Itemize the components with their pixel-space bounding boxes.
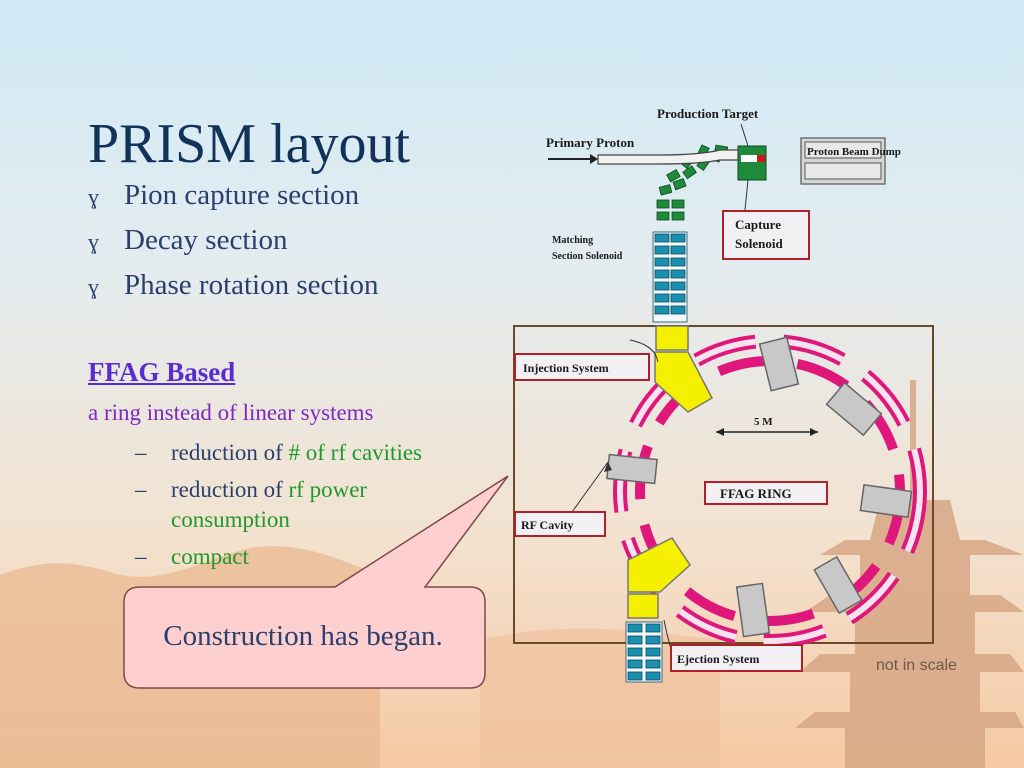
proton-arrow-head [590,154,598,164]
callout-bubble [123,475,509,689]
target-marker [757,155,765,162]
callout-text: Construction has began. [163,620,443,652]
rf-cavities [606,336,913,638]
leader-line [629,339,659,363]
injection-kicker [654,351,713,413]
matching-label: Matching [552,235,593,246]
rf-cavity-block [859,483,913,519]
scale-label: 5 M [754,416,773,428]
beam-dump-inner [804,141,882,159]
capture-label-box [722,210,810,260]
rf-cavity-label: RF Cavity [521,518,574,532]
list-item: –compact [135,542,422,572]
ejection-kicker [627,593,659,619]
slide-title: PRISM layout [88,113,411,175]
ffag-heading-link[interactable]: FFAG Based [88,357,236,387]
injection-kicker [655,325,689,351]
rf-cavity-block [606,453,658,485]
target-block [737,145,767,181]
capture-label: Capture [735,217,781,232]
dash-icon: – [135,477,147,502]
injection-system-label: Injection System [523,361,609,375]
leader-line [744,179,749,211]
production-target-label: Production Target [657,106,759,121]
ejection-label-box [670,644,803,672]
not-in-scale-note: not in scale [876,657,957,674]
ffag-ring-inner [617,338,923,644]
dash-icon: – [135,544,147,569]
matching-label: Section Solenoid [552,251,623,262]
list-item: –reduction of # of rf cavities [135,438,422,468]
ring-note: a ring instead of linear systems [88,400,374,425]
beam-dump-label: Proton Beam Dump [807,146,901,158]
dash-icon: – [135,440,147,465]
bullet-icon: ɣ [88,229,99,254]
ring-frame [513,325,934,644]
leader-arrow [604,462,612,472]
beam-dump-inner [804,162,882,180]
scale-arrow-right [810,428,818,436]
ejection-kicker [627,537,691,593]
benefit-list: –reduction of # of rf cavities –reductio… [135,438,422,579]
proton-beam-pipe [597,149,739,165]
rf-cavity-label-box [514,511,606,537]
ffag-ring-label: FFAG RING [720,486,792,501]
ejection-system-label: Ejection System [677,652,759,666]
bullet-icon: ɣ [88,274,99,299]
leader-line [740,123,749,147]
scale-arrow-left [716,428,724,436]
ejection-solenoid [625,621,663,683]
rf-cavity-block [735,582,771,638]
matching-solenoid [652,231,688,323]
rf-cavity-block [758,336,800,392]
rf-cavity-block [825,381,883,437]
primary-proton-label: Primary Proton [546,135,635,150]
rf-cavity-block [813,555,863,615]
leader-line [571,461,609,513]
ffag-ring-label-box [704,481,828,505]
capture-label: Solenoid [735,236,783,251]
injection-label-box [514,353,650,381]
target-slot [741,155,757,162]
bullet-icon: ɣ [88,184,99,209]
